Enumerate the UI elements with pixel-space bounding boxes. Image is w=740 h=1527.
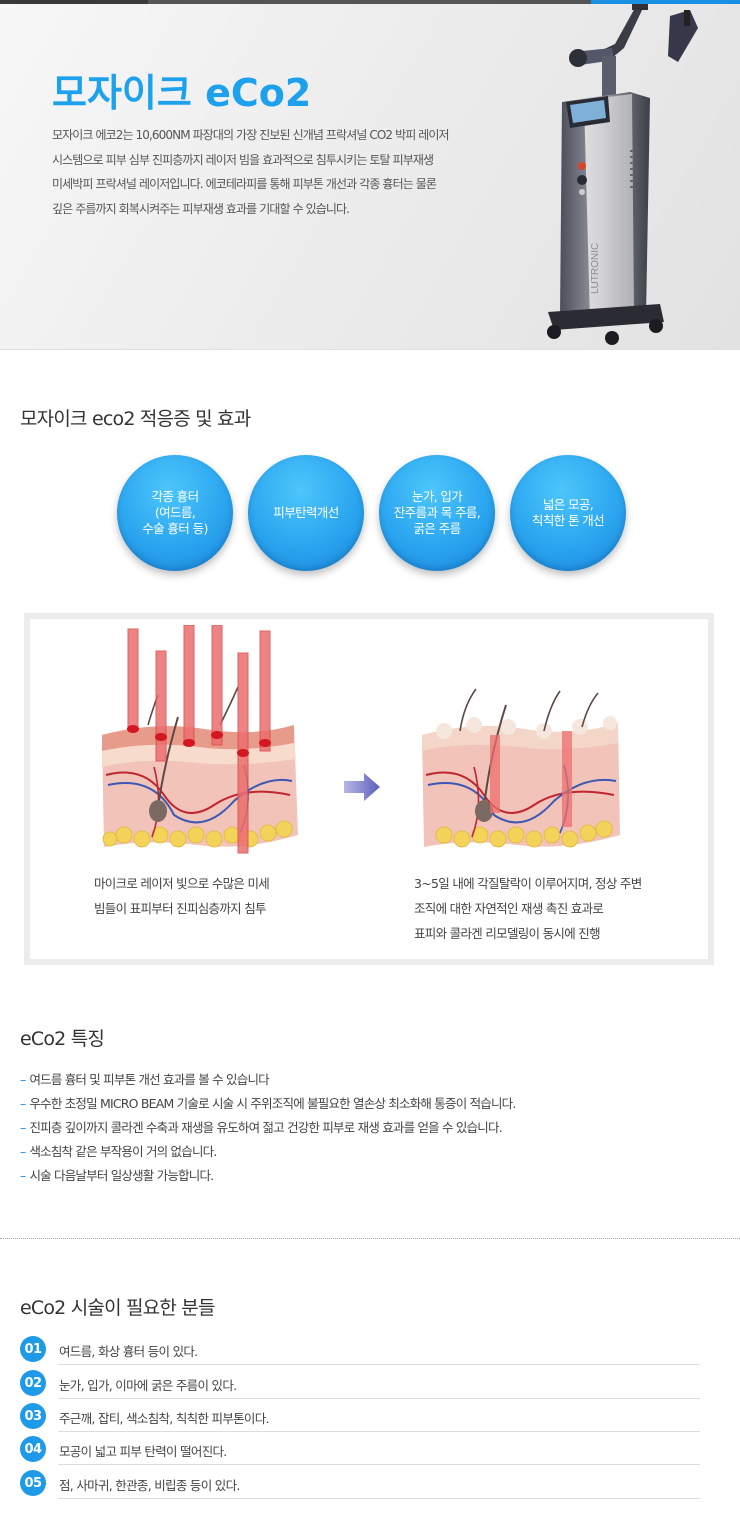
row-divider	[58, 1364, 700, 1365]
dash-bullet: –	[20, 1096, 26, 1111]
skin-diagram-after	[422, 688, 620, 848]
top-strip-blue	[591, 0, 740, 4]
candidate-row: 05 점, 사마귀, 한관종, 비립종 등이 있다.	[20, 1466, 700, 1499]
top-strip	[0, 0, 740, 4]
candidate-text: 모공이 넓고 피부 탄력이 떨어진다.	[59, 1444, 227, 1459]
candidates-title: eCo2 시술이 필요한 분들	[20, 1297, 215, 1319]
features-title: eCo2 특징	[20, 1028, 105, 1050]
candidate-row: 01 여드름, 화상 흉터 등이 있다.	[20, 1332, 700, 1365]
laser-machine-image: LUTRONIC	[547, 4, 698, 345]
row-divider	[58, 1398, 700, 1399]
candidate-row: 03 주근깨, 잡티, 색소침착, 칙칙한 피부톤이다.	[20, 1399, 700, 1432]
features-list-item: –진피층 깊이까지 콜라겐 수축과 재생을 유도하여 젊고 건강한 피부로 재생…	[20, 1120, 503, 1135]
arrow-right-icon	[344, 773, 380, 801]
treatment-diagram-frame: 마이크로 레이저 빛으로 수많은 미세 빔들이 표피부터 진피심층까지 침투 3…	[24, 613, 714, 965]
candidate-text: 눈가, 입가, 이마에 굵은 주름이 있다.	[59, 1378, 237, 1393]
indication-circle-elasticity: 피부탄력개선	[248, 455, 364, 571]
top-strip-dark	[0, 0, 148, 4]
candidate-row: 02 눈가, 입가, 이마에 굵은 주름이 있다.	[20, 1366, 700, 1399]
section-divider	[0, 1238, 740, 1239]
skin-diagram-before	[102, 625, 298, 854]
dash-bullet: –	[20, 1072, 26, 1087]
number-badge: 03	[20, 1403, 46, 1429]
hero-description: 모자이크 에코2는 10,600NM 파장대의 가장 진보된 신개념 프락셔널 …	[52, 128, 450, 216]
dash-bullet: –	[20, 1144, 26, 1159]
features-list: –여드름 흉터 및 피부톤 개선 효과를 볼 수 있습니다 –우수한 초정밀 M…	[20, 1068, 516, 1188]
row-divider	[58, 1464, 700, 1465]
dash-bullet: –	[20, 1168, 26, 1183]
row-divider	[58, 1498, 700, 1499]
diagram-caption-after: 3~5일 내에 각질탈락이 이루어지며, 정상 주변 조직에 대한 자연적인 재…	[414, 876, 642, 941]
number-badge: 01	[20, 1336, 46, 1362]
indications-title: 모자이크 eco2 적응증 및 효과	[20, 408, 251, 430]
dash-bullet: –	[20, 1120, 26, 1135]
indication-circle-pores: 넓은 모공, 칙칙한 톤 개선	[510, 455, 626, 571]
treatment-diagram-panel: 마이크로 레이저 빛으로 수많은 미세 빔들이 표피부터 진피심층까지 침투 3…	[30, 619, 708, 959]
indication-circle-wrinkles: 눈가, 입가 잔주름과 목 주름, 굵은 주름	[379, 455, 495, 571]
features-list-item: –우수한 초정밀 MICRO BEAM 기술로 시술 시 주위조직에 불필요한 …	[20, 1096, 516, 1111]
candidate-text: 점, 사마귀, 한관종, 비립종 등이 있다.	[59, 1478, 240, 1493]
number-badge: 04	[20, 1436, 46, 1462]
hero-title: 모자이크 eCo2	[52, 71, 312, 115]
features-list-item: –시술 다음날부터 일상생활 가능합니다.	[20, 1168, 214, 1183]
number-badge: 05	[20, 1470, 46, 1496]
machine-brand-label: LUTRONIC	[590, 243, 601, 294]
candidate-row: 04 모공이 넓고 피부 탄력이 떨어진다.	[20, 1432, 700, 1465]
features-list-item: –색소침착 같은 부작용이 거의 없습니다.	[20, 1144, 217, 1159]
candidate-text: 여드름, 화상 흉터 등이 있다.	[59, 1344, 198, 1359]
diagram-caption-before: 마이크로 레이저 빛으로 수많은 미세 빔들이 표피부터 진피심층까지 침투	[94, 876, 270, 916]
hero-banner: 모자이크 eCo2 모자이크 에코2는 10,600NM 파장대의 가장 진보된…	[0, 4, 740, 350]
features-list-item: –여드름 흉터 및 피부톤 개선 효과를 볼 수 있습니다	[20, 1072, 270, 1087]
number-badge: 02	[20, 1370, 46, 1396]
row-divider	[58, 1431, 700, 1432]
indication-circle-scars: 각종 흉터 (여드름, 수술 흉터 등)	[117, 455, 233, 571]
candidate-text: 주근깨, 잡티, 색소침착, 칙칙한 피부톤이다.	[59, 1411, 269, 1426]
